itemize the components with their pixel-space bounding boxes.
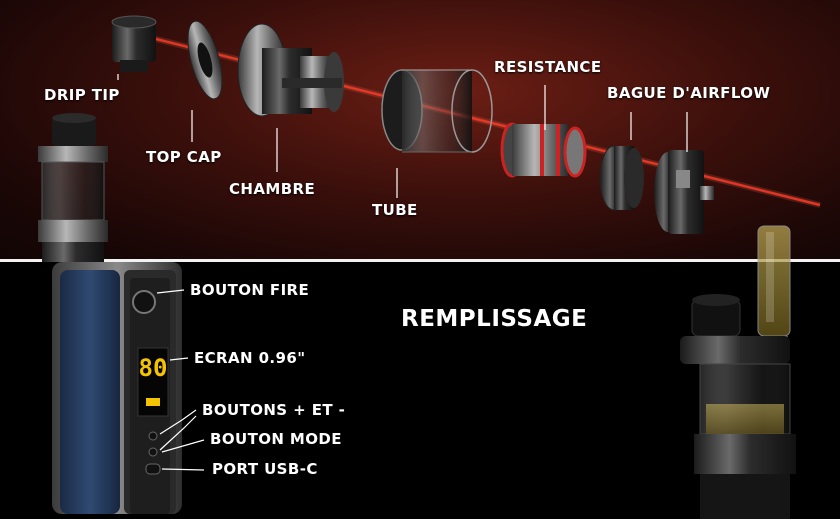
label-fire-button: BOUTON FIRE <box>190 281 310 299</box>
tube-part <box>381 69 493 153</box>
vape-mod-device <box>38 113 182 514</box>
section-title: REMPLISSAGE <box>401 306 588 332</box>
label-top-cap: TOP CAP <box>146 148 222 166</box>
label-usb-port: PORT USB-C <box>212 460 318 478</box>
fire-leader <box>156 289 185 294</box>
screen-leader <box>169 357 189 361</box>
label-screen: ECRAN 0.96" <box>194 349 306 367</box>
top-cap-part <box>187 20 223 100</box>
chamber-part <box>237 23 344 117</box>
label-tube: TUBE <box>372 201 418 219</box>
section-divider <box>0 259 840 262</box>
refill-illustration <box>680 225 796 519</box>
label-airflow-ring: BAGUE D'AIRFLOW <box>607 84 771 102</box>
airflow-ring-part <box>599 145 644 211</box>
fire-button-graphic <box>132 290 156 314</box>
buttons-leader-1 <box>159 409 197 435</box>
label-mode-button: BOUTON MODE <box>210 430 342 448</box>
label-drip-tip: DRIP TIP <box>44 86 120 104</box>
screen-value: 80 <box>139 354 168 382</box>
buttons-leader-2 <box>159 415 197 451</box>
coil-part <box>500 122 587 178</box>
usb-leader <box>161 468 205 471</box>
label-resistance: RESISTANCE <box>494 58 602 76</box>
label-chamber: CHAMBRE <box>229 180 316 198</box>
drip-tip-part <box>111 15 157 72</box>
label-plus-minus-buttons: BOUTONS + ET - <box>202 401 346 419</box>
mode-leader <box>161 439 205 453</box>
base-part <box>654 150 714 234</box>
